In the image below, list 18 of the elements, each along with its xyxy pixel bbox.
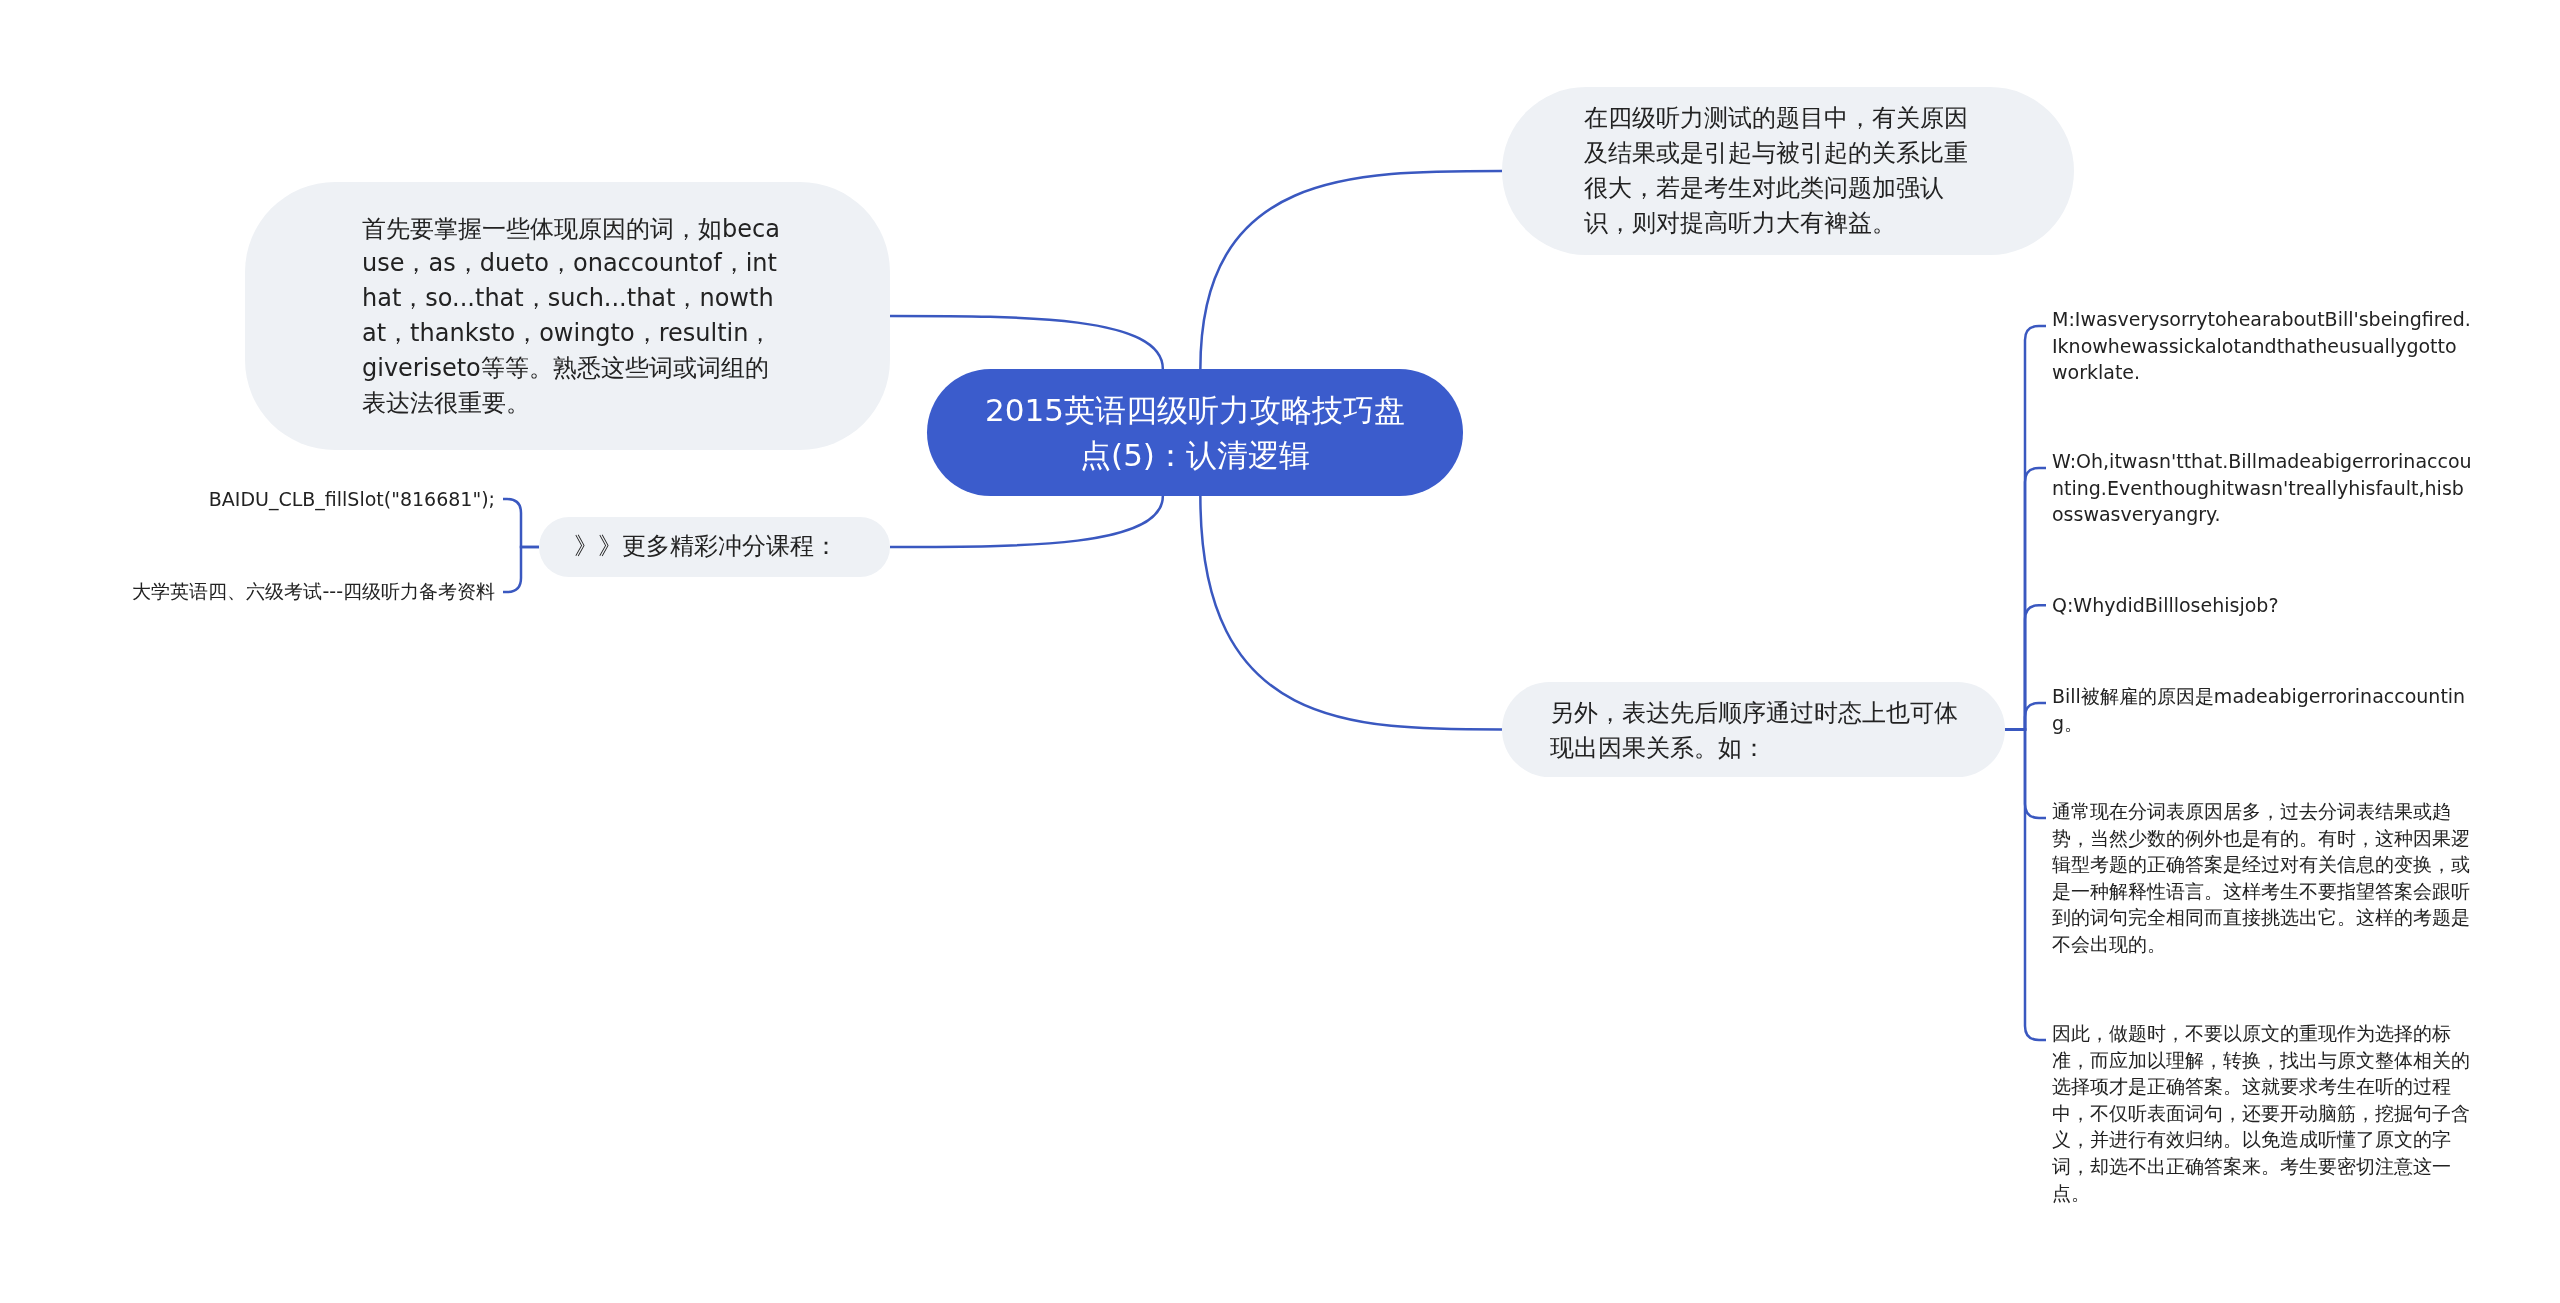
leaf-text: 因此，做题时，不要以原文的重现作为选择的标准，而应加以理解，转换，找出与原文整体相关的选择项才是正确答案。这就要求考生在听的过程中，不仅听表面词句，还要开动脑筋，挖掘句子含义，并进行有效归纳。以免造成听懂了原文的字词，却选不出正确答案来。考生要密切注意这一点。 bbox=[2052, 1020, 2472, 1207]
connector-line bbox=[890, 314, 1165, 370]
leaf-text: 大学英语四、六级考试---四级听力备考资料 bbox=[20, 579, 495, 605]
connector-line bbox=[503, 545, 539, 594]
topic-box: 首先要掌握一些体现原因的词，如because，as，dueto，onaccountof，inthat，so...that，such...that，nowthat，thanksto，owingto，resultin，giveriseto等等。熟悉这些词或词组的表达法很重要。 bbox=[245, 181, 890, 451]
code-text: BAIDU_CLB_fillSlot("816681"); bbox=[20, 488, 495, 510]
connector-line bbox=[890, 495, 1165, 549]
connector-line bbox=[1199, 169, 1502, 370]
leaf-text: Bill被解雇的原因是madeabigerrorinaccounting。 bbox=[2052, 683, 2472, 737]
topic-box: 在四级听力测试的题目中，有关原因及结果或是引起与被引起的关系比重很大，若是考生对此类问题加强认识，则对提高听力大有裨益。 bbox=[1502, 87, 2074, 255]
topic-box: 另外，表达先后顺序通过时态上也可体现出因果关系。如： bbox=[1502, 682, 2005, 777]
leaf-text: W:Oh,itwasn'tthat.Billmadeabigerrorinaccounting.Eventhoughitwasn'treallyhisfault,hisbosswasveryangry. bbox=[2052, 448, 2472, 528]
central-topic-box: 2015英语四级听力攻略技巧盘点(5)：认清逻辑 bbox=[927, 369, 1463, 496]
leaf-text: Q:WhydidBilllosehisjob? bbox=[2052, 592, 2472, 619]
leaf-text: M:IwasverysorrytohearaboutBill'sbeingfired.Iknowhewassickalotandthatheusuallygottoworklate. bbox=[2052, 306, 2472, 386]
connector-line bbox=[1199, 495, 1502, 731]
leaf-text: 通常现在分词表原因居多，过去分词表结果或趋势，当然少数的例外也是有的。有时，这种因果逻辑型考题的正确答案是经过对有关信息的变换，或是一种解释性语言。这样考生不要指望答案会跟听到的词句完全相同而直接挑选出它。这样的考题是不会出现的。 bbox=[2052, 798, 2472, 958]
topic-box: 》》更多精彩冲分课程： bbox=[539, 517, 890, 577]
